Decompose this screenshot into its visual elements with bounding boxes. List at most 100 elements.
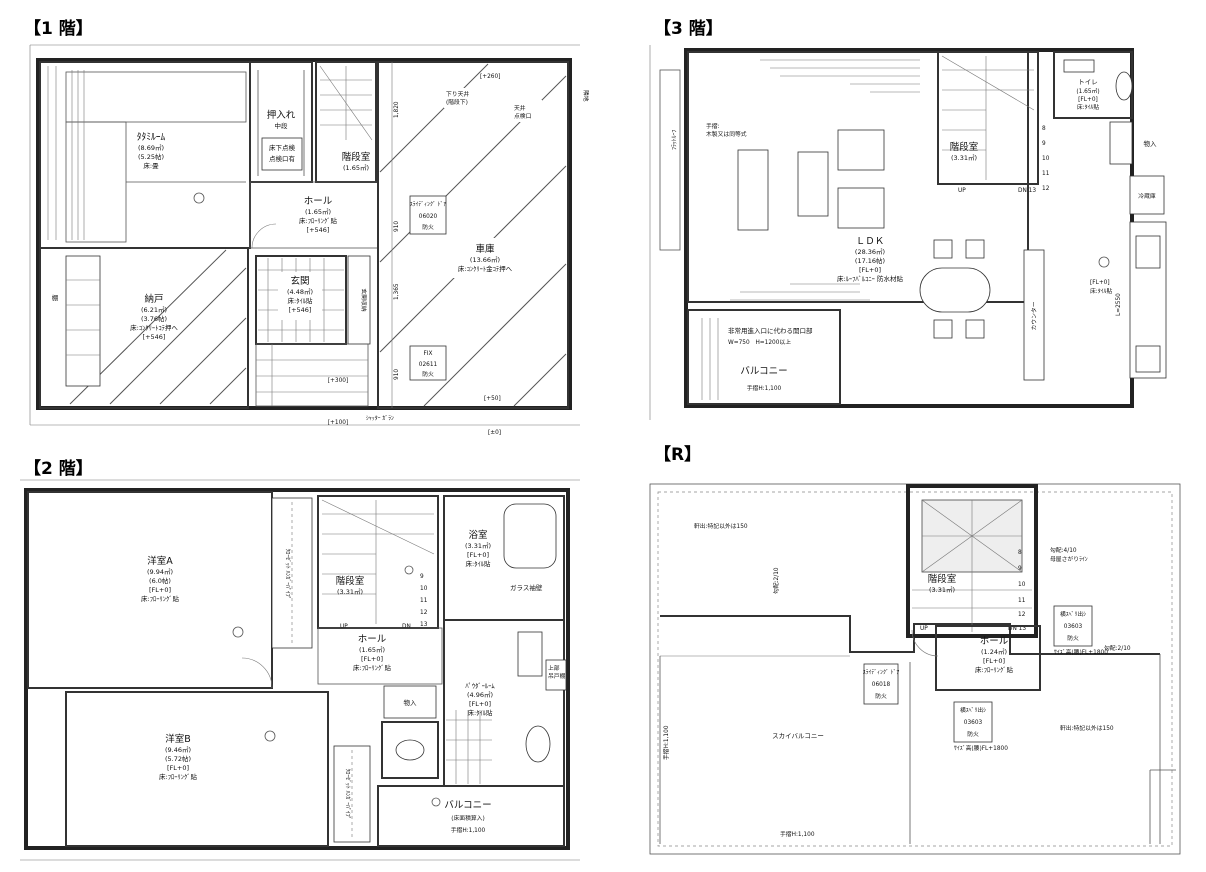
- svg-text:隣地: 隣地: [582, 90, 590, 102]
- counter: [1023, 249, 1045, 381]
- svg-text:FIX: FIX: [423, 351, 432, 357]
- light-icon: [264, 730, 276, 742]
- svg-text:ＬＤＫ: ＬＤＫ: [856, 236, 885, 247]
- entrance-approach: [255, 343, 369, 407]
- svg-text:(9.46㎡): (9.46㎡): [165, 745, 191, 754]
- svg-text:床:ﾌﾛｰﾘﾝｸﾞ貼: 床:ﾌﾛｰﾘﾝｸﾞ貼: [159, 772, 197, 781]
- floor3-balcony: [687, 309, 841, 405]
- roof-title: 【R】: [654, 445, 702, 465]
- floor2-hall: [317, 627, 443, 685]
- toilet-bowl: [1115, 71, 1133, 101]
- floor2-stair-treads: [321, 499, 435, 624]
- svg-text:床:ﾀｲﾙ貼: 床:ﾀｲﾙ貼: [466, 559, 491, 568]
- svg-text:12: 12: [1042, 186, 1050, 192]
- svg-text:ガラス袖壁: ガラス袖壁: [510, 583, 543, 592]
- svg-text:床:ﾀｲﾙ貼: 床:ﾀｲﾙ貼: [468, 708, 493, 717]
- svg-text:[+260]: [+260]: [480, 74, 500, 80]
- roof-plan: 階段室 (3.31㎡) 8 9 10 11 12 UP DN 13 ホール (1…: [649, 483, 1181, 855]
- garage-room: [377, 61, 569, 409]
- floor1-title: 【1 階】: [24, 19, 93, 39]
- light-icon: [193, 192, 205, 204]
- svg-text:9: 9: [1018, 566, 1022, 572]
- svg-text:中段: 中段: [275, 121, 289, 130]
- svg-text:床:ﾀｲﾙ貼: 床:ﾀｲﾙ貼: [1090, 287, 1112, 295]
- svg-text:浴室: 浴室: [468, 529, 487, 541]
- svg-text:[+50]: [+50]: [484, 396, 501, 402]
- svg-text:(3.76帖): (3.76帖): [141, 314, 167, 323]
- svg-text:1,820: 1,820: [394, 101, 400, 118]
- powder-tiles: [446, 710, 492, 784]
- svg-text:防火: 防火: [1067, 634, 1079, 642]
- svg-text:ｽﾗｲﾃﾞｨﾝｸﾞ ﾄﾞｱ: ｽﾗｲﾃﾞｨﾝｸﾞ ﾄﾞｱ: [410, 201, 447, 208]
- svg-text:下り天井(階段下): 下り天井(階段下): [446, 90, 469, 106]
- svg-text:ｽﾗｲﾃﾞｨﾝｸﾞ ﾄﾞｱ: ｽﾗｲﾃﾞｨﾝｸﾞ ﾄﾞｱ: [863, 669, 900, 676]
- svg-text:9: 9: [420, 574, 424, 580]
- svg-text:非常用進入口に代わる開口部: 非常用進入口に代わる開口部: [728, 326, 813, 335]
- svg-text:床:ﾌﾛｰﾘﾝｸﾞ貼: 床:ﾌﾛｰﾘﾝｸﾞ貼: [299, 216, 337, 225]
- light-icon: [1098, 256, 1110, 268]
- floor3-panel: 【3 階】 ﾌﾗｯﾄﾙｰﾌ 手摺:木製又は同等式 ＬＤＫ (28.3: [620, 0, 1206, 440]
- svg-text:13: 13: [420, 622, 428, 628]
- svg-text:[FL+0]: [FL+0]: [469, 700, 491, 708]
- svg-text:03603: 03603: [964, 720, 983, 726]
- svg-text:[FL+0]: [FL+0]: [983, 657, 1005, 665]
- svg-text:9: 9: [1042, 141, 1046, 147]
- svg-text:洋室A: 洋室A: [147, 555, 173, 567]
- floor3-plan: ﾌﾗｯﾄﾙｰﾌ 手摺:木製又は同等式 ＬＤＫ (28.36㎡) (17.16帖)…: [649, 45, 1167, 420]
- floor3-title: 【3 階】: [654, 19, 723, 39]
- svg-text:物入: 物入: [404, 698, 418, 707]
- roof-door-1: [863, 663, 899, 705]
- washbasin: [525, 725, 551, 763]
- youshitsu-b-room: [65, 691, 329, 847]
- void-crosshatch: [921, 499, 1023, 573]
- svg-text:10: 10: [1018, 582, 1026, 588]
- svg-text:11: 11: [1018, 598, 1026, 604]
- svg-text:床:ﾀｲﾙ貼: 床:ﾀｲﾙ貼: [1077, 103, 1099, 111]
- svg-text:1,365: 1,365: [394, 283, 400, 300]
- washing-machine: [517, 631, 543, 677]
- floor3-stair-treads: [941, 55, 1035, 180]
- sink-icon: [1135, 235, 1161, 269]
- svg-text:トイレ: トイレ: [1078, 78, 1098, 86]
- svg-text:[FL+0]: [FL+0]: [859, 266, 881, 274]
- svg-text:[FL+0]: [FL+0]: [361, 655, 383, 663]
- svg-text:11: 11: [1042, 171, 1050, 177]
- light-icon: [404, 565, 414, 575]
- svg-text:[+546]: [+546]: [143, 333, 166, 341]
- svg-text:(1.65㎡): (1.65㎡): [1076, 87, 1099, 95]
- svg-text:(9.94㎡): (9.94㎡): [147, 567, 173, 576]
- svg-text:(3.31㎡): (3.31㎡): [929, 585, 955, 594]
- door-swing: [241, 657, 273, 689]
- svg-text:06018: 06018: [872, 682, 891, 688]
- svg-text:ｸﾛｰｾﾞｯﾄ ﾊﾝｶﾞｰﾊﾟｲﾌﾟ: ｸﾛｰｾﾞｯﾄ ﾊﾝｶﾞｰﾊﾟｲﾌﾟ: [284, 548, 291, 599]
- tatami-lines: [47, 66, 85, 240]
- svg-text:階段室: 階段室: [928, 573, 957, 585]
- svg-text:床:ﾙｰﾌﾊﾞﾙｺﾆｰ 防水材貼: 床:ﾙｰﾌﾊﾞﾙｺﾆｰ 防水材貼: [837, 274, 904, 283]
- dining-chair: [933, 319, 953, 339]
- svg-text:納戸: 納戸: [144, 293, 163, 305]
- svg-text:(1.24㎡): (1.24㎡): [981, 647, 1007, 656]
- svg-text:(3.31㎡): (3.31㎡): [465, 541, 491, 550]
- floor3-stairs: [937, 51, 1039, 185]
- armchair-1: [837, 129, 885, 171]
- svg-text:(床面積算入): (床面積算入): [451, 814, 485, 822]
- svg-text:(6.21㎡): (6.21㎡): [141, 305, 167, 314]
- svg-text:(1.65㎡): (1.65㎡): [305, 207, 331, 216]
- stair-treads: [319, 65, 373, 141]
- stove-icon: [1135, 345, 1161, 373]
- svg-text:防火: 防火: [422, 223, 434, 231]
- floor2-outer-wall: [24, 488, 570, 850]
- svg-text:階段室: 階段室: [336, 575, 365, 587]
- svg-text:DN 13: DN 13: [1018, 188, 1036, 194]
- svg-text:押入れ: 押入れ: [267, 109, 296, 121]
- svg-text:ｼｬｯﾀｰ ｶﾞﾗﾝ: ｼｬｯﾀｰ ｶﾞﾗﾝ: [366, 415, 394, 422]
- svg-text:横ｽﾍﾞﾘ出ｼ: 横ｽﾍﾞﾘ出ｼ: [960, 706, 986, 714]
- svg-text:軒出:特記以外は150: 軒出:特記以外は150: [1060, 724, 1114, 732]
- armchair-2: [837, 187, 885, 229]
- floor2-title: 【2 階】: [24, 459, 93, 479]
- svg-text:車庫: 車庫: [475, 243, 495, 255]
- svg-text:防火: 防火: [967, 730, 979, 738]
- svg-text:床:ﾌﾛｰﾘﾝｸﾞ貼: 床:ﾌﾛｰﾘﾝｸﾞ貼: [353, 663, 391, 672]
- svg-text:11: 11: [420, 598, 428, 604]
- svg-text:手摺H:1,100: 手摺H:1,100: [662, 725, 670, 760]
